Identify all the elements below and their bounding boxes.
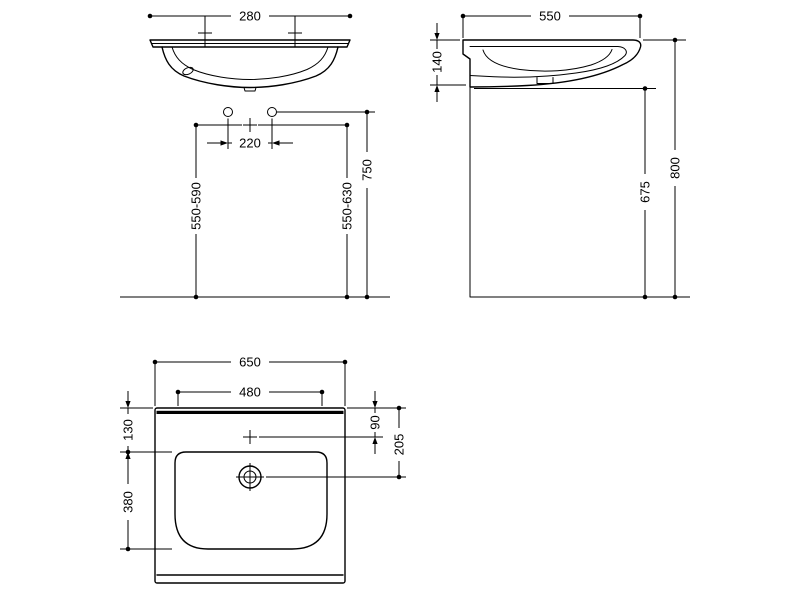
plan-bowl-outline <box>174 451 328 550</box>
dim-label-220: 220 <box>239 136 261 151</box>
faucet-hole-right <box>267 107 277 117</box>
side-view: 550 140 675 800 <box>430 9 690 300</box>
plan-faucet-cross <box>243 430 257 444</box>
dim-280: 280 <box>147 9 353 47</box>
dim-label-140: 140 <box>430 51 445 73</box>
dim-750: 750 <box>277 109 375 300</box>
plan-drain <box>236 463 264 491</box>
dim-90: 90 <box>259 391 406 454</box>
dim-label-90: 90 <box>368 415 383 429</box>
dim-480: 480 <box>175 385 325 406</box>
dim-label-675: 675 <box>638 181 653 203</box>
front-faucet-holes <box>223 107 277 117</box>
front-view: 280 220 550-590 550-630 <box>120 9 390 300</box>
dim-380: 380 <box>120 449 172 552</box>
dim-675: 675 <box>474 86 656 300</box>
dim-220: 220 <box>207 118 293 151</box>
dim-label-205: 205 <box>392 434 407 456</box>
dim-550-630: 550-630 <box>340 122 355 300</box>
front-basin-outline <box>149 39 351 92</box>
dim-550-590: 550-590 <box>189 122 347 300</box>
dim-label-750: 750 <box>360 159 375 181</box>
dim-label-550-590: 550-590 <box>189 182 204 230</box>
dim-label-550: 550 <box>539 9 561 24</box>
plan-back-rail-band <box>156 410 344 414</box>
dim-label-130: 130 <box>121 419 136 441</box>
dim-label-380: 380 <box>121 491 136 513</box>
faucet-hole-left <box>223 107 233 117</box>
overflow-hole <box>182 66 194 76</box>
dim-label-650: 650 <box>239 355 261 370</box>
dim-205: 205 <box>266 405 407 480</box>
dim-label-280: 280 <box>239 9 261 24</box>
dim-650: 650 <box>152 355 348 406</box>
dim-800: 800 <box>643 37 686 300</box>
dim-140: 140 <box>430 23 466 102</box>
dim-label-480: 480 <box>239 385 261 400</box>
dim-550: 550 <box>460 9 643 38</box>
plan-basin-outline <box>154 407 346 584</box>
side-basin-outline <box>462 39 642 88</box>
dim-label-550-630: 550-630 <box>340 182 355 230</box>
plan-view: 650 480 130 380 <box>120 355 407 584</box>
dim-label-800: 800 <box>668 157 683 179</box>
front-center-cross <box>243 118 257 132</box>
side-drain <box>536 77 554 84</box>
front-drain-hint <box>243 87 257 92</box>
